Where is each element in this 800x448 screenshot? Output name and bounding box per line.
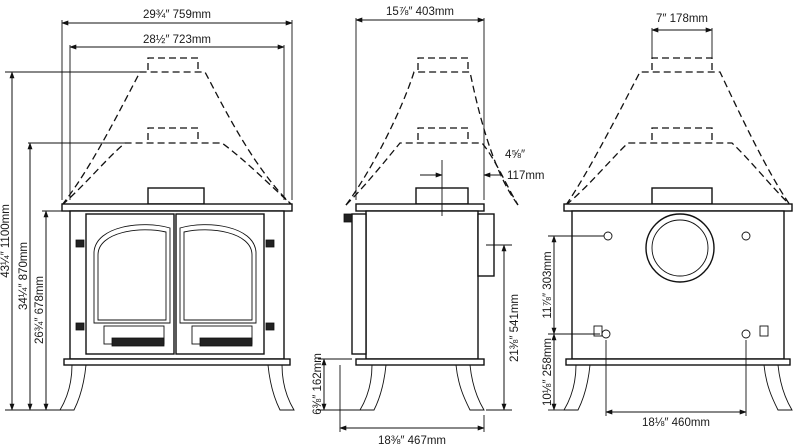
side-plinth xyxy=(355,358,485,366)
rear-fixing-width-label: 18⅛″ 460mm xyxy=(642,417,710,429)
rear-fix-left xyxy=(593,325,603,337)
side-top-plate xyxy=(355,203,485,212)
front-flue-collar xyxy=(147,187,205,205)
side-depth-top-label: 15⅞″ 403mm xyxy=(386,6,454,18)
side-rear-outlet-height-label: 21⅜″ 541mm xyxy=(509,294,521,362)
front-height-total-label: 43¼″ 1100mm xyxy=(0,204,12,278)
front-leg-left xyxy=(59,364,87,411)
front-hinge-top-right xyxy=(265,239,275,248)
front-plinth xyxy=(63,358,291,366)
front-canopy-tall xyxy=(61,71,293,206)
rear-flue-collar xyxy=(651,187,713,205)
front-hinge-bottom-left xyxy=(75,322,85,331)
front-body-width-label: 28½″ 723mm xyxy=(143,34,211,46)
front-leg-right xyxy=(267,364,295,411)
front-door-left xyxy=(85,213,175,355)
rear-flue-diameter-label: 7″ 178mm xyxy=(656,13,708,25)
front-overall-width-label: 29¾″ 759mm xyxy=(143,9,211,21)
side-handle xyxy=(343,213,353,223)
side-flue-offset-label: 4⅝″ xyxy=(505,149,525,161)
side-leg-rear xyxy=(455,364,485,411)
rear-leg-left xyxy=(563,364,591,411)
side-depth-bottom-label: 18⅜″ 467mm xyxy=(378,435,446,447)
front-top-plate xyxy=(61,203,293,212)
rear-top-plate xyxy=(563,203,793,212)
side-view xyxy=(318,17,519,432)
front-height-top-label: 26¾″ 678mm xyxy=(34,276,46,344)
rear-flue-outlet xyxy=(645,213,715,283)
front-hinge-bottom-right xyxy=(265,322,275,331)
front-glass-right xyxy=(183,229,253,321)
side-body xyxy=(365,210,479,360)
rear-bolt-top-right xyxy=(741,231,751,241)
front-hinge-top-left xyxy=(75,239,85,248)
front-height-mid-label: 34¼″ 870mm xyxy=(18,242,30,310)
side-hearth-height-label: 6⅜″ 162mm xyxy=(312,353,324,415)
rear-fix-right xyxy=(759,325,769,337)
side-door-profile xyxy=(351,213,367,355)
front-canopy-short xyxy=(61,142,293,206)
front-view xyxy=(5,20,295,411)
side-canopy-tall xyxy=(345,71,519,206)
side-canopy-short xyxy=(345,142,519,206)
rear-canopy-tall xyxy=(565,71,791,206)
rear-view xyxy=(548,27,793,416)
front-canopy-short-collar xyxy=(147,127,199,140)
rear-plinth xyxy=(565,358,791,366)
rear-leg-right xyxy=(763,364,793,411)
side-leg-front xyxy=(359,364,387,411)
side-flue-offset-mm-label: 117mm xyxy=(507,170,545,182)
rear-lower-height-label: 10⅛″ 258mm xyxy=(542,338,554,406)
front-door-right xyxy=(175,213,265,355)
front-canopy-tall-collar xyxy=(147,57,199,70)
front-glass-left xyxy=(97,229,167,321)
rear-outlet-height-label: 11⅞″ 303mm xyxy=(542,251,554,318)
